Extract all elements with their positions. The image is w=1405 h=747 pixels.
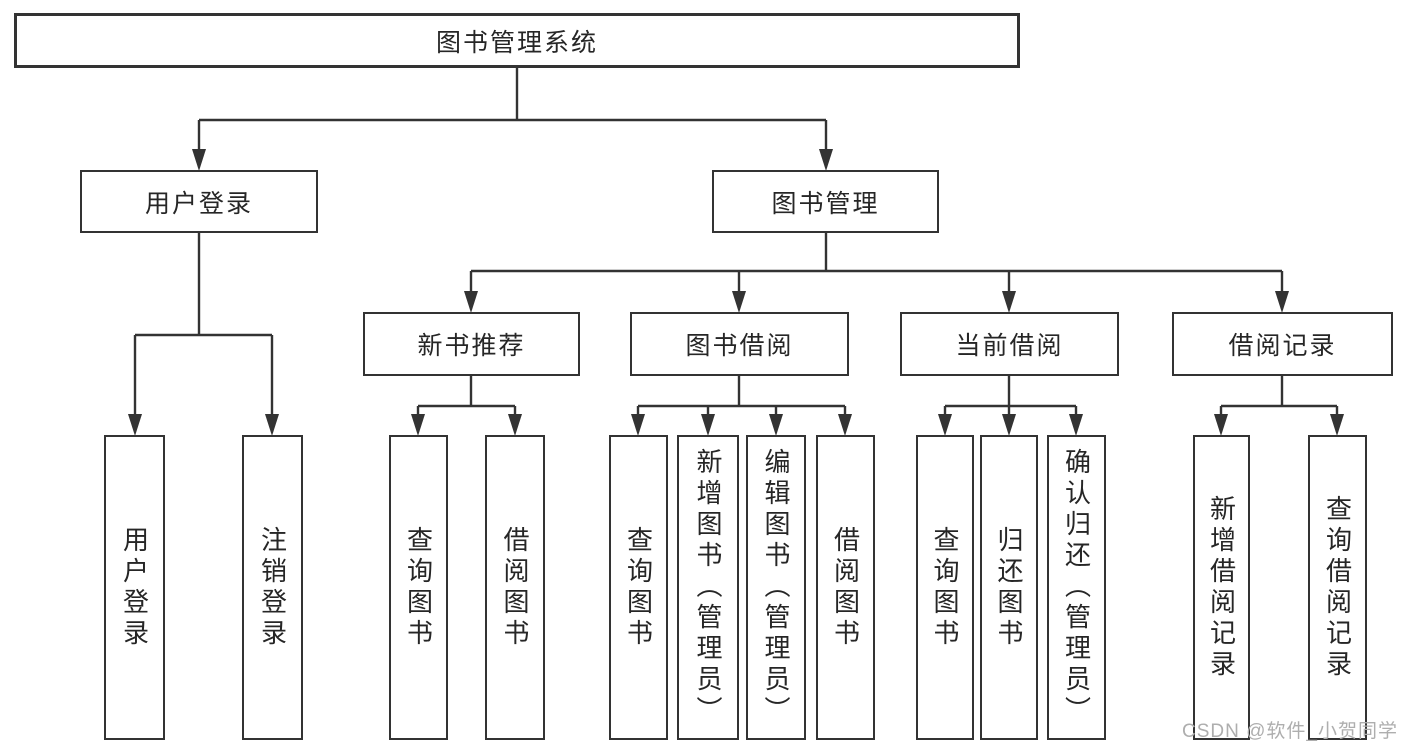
arrowhead-down-icon [265,414,279,436]
node-new-book-recommendation: 新书推荐 [363,312,580,376]
node-label: 图书管理系统 [435,28,598,57]
arrowhead-down-icon [838,414,852,436]
node-library-management-system: 图书管理系统 [14,13,1020,68]
node-label: 图书管理 [771,189,880,218]
leaf-label: 借阅图书 [830,525,861,650]
arrowhead-down-icon [1069,414,1083,436]
leaf-return-books: 归还图书 [980,435,1038,740]
leaf-confirm-return-admin: 确认归还（管理员） [1047,435,1106,740]
node-label: 借阅记录 [1228,332,1337,360]
leaf-label: 借阅图书 [500,525,530,650]
arrowhead-down-icon [128,414,142,436]
node-current-borrowing: 当前借阅 [900,312,1119,376]
arrowhead-down-icon [701,414,715,436]
leaf-label: 新增图书（管理员） [693,448,723,727]
arrowhead-down-icon [1330,414,1344,436]
arrowhead-down-icon [464,291,478,313]
arrowhead-down-icon [631,414,645,436]
leaf-label: 查询图书 [403,525,434,650]
leaf-edit-books-admin: 编辑图书（管理员） [746,435,806,740]
node-label: 用户登录 [144,189,253,218]
leaf-label: 编辑图书（管理员） [761,448,791,727]
arrowhead-down-icon [1002,291,1016,313]
leaf-label: 查询图书 [930,525,960,650]
leaf-label: 确认归还（管理员） [1061,448,1092,727]
arrowhead-down-icon [1002,414,1016,436]
leaf-borrow-books: 借阅图书 [816,435,875,740]
node-book-management: 图书管理 [712,170,939,233]
leaf-query-books: 查询图书 [389,435,448,740]
leaf-borrow-books: 借阅图书 [485,435,545,740]
arrowhead-down-icon [819,149,833,171]
watermark: CSDN @软件_小贺同学 [1182,721,1398,742]
arrowhead-down-icon [769,414,783,436]
leaf-logout: 注销登录 [242,435,303,740]
arrowhead-down-icon [192,149,206,171]
node-label: 当前借阅 [955,332,1064,360]
leaf-label: 查询图书 [623,525,654,650]
arrowhead-down-icon [1275,291,1289,313]
leaf-query-books: 查询图书 [609,435,668,740]
node-book-borrowing: 图书借阅 [630,312,849,376]
leaf-add-books-admin: 新增图书（管理员） [677,435,739,740]
arrowhead-down-icon [508,414,522,436]
node-user-login: 用户登录 [80,170,318,233]
arrowhead-down-icon [938,414,952,436]
leaf-query-borrow-record: 查询借阅记录 [1308,435,1367,740]
node-borrowing-records: 借阅记录 [1172,312,1393,376]
leaf-label: 用户登录 [119,525,150,650]
arrowhead-down-icon [732,291,746,313]
arrowhead-down-icon [411,414,425,436]
node-label: 图书借阅 [685,332,794,360]
leaf-label: 查询借阅记录 [1322,494,1353,681]
node-label: 新书推荐 [417,332,526,360]
leaf-add-borrow-record: 新增借阅记录 [1193,435,1250,740]
arrowhead-down-icon [1214,414,1228,436]
leaf-label: 归还图书 [994,525,1024,650]
leaf-query-books: 查询图书 [916,435,974,740]
leaf-user-login: 用户登录 [104,435,165,740]
leaf-label: 注销登录 [257,525,288,650]
leaf-label: 新增借阅记录 [1206,494,1237,681]
